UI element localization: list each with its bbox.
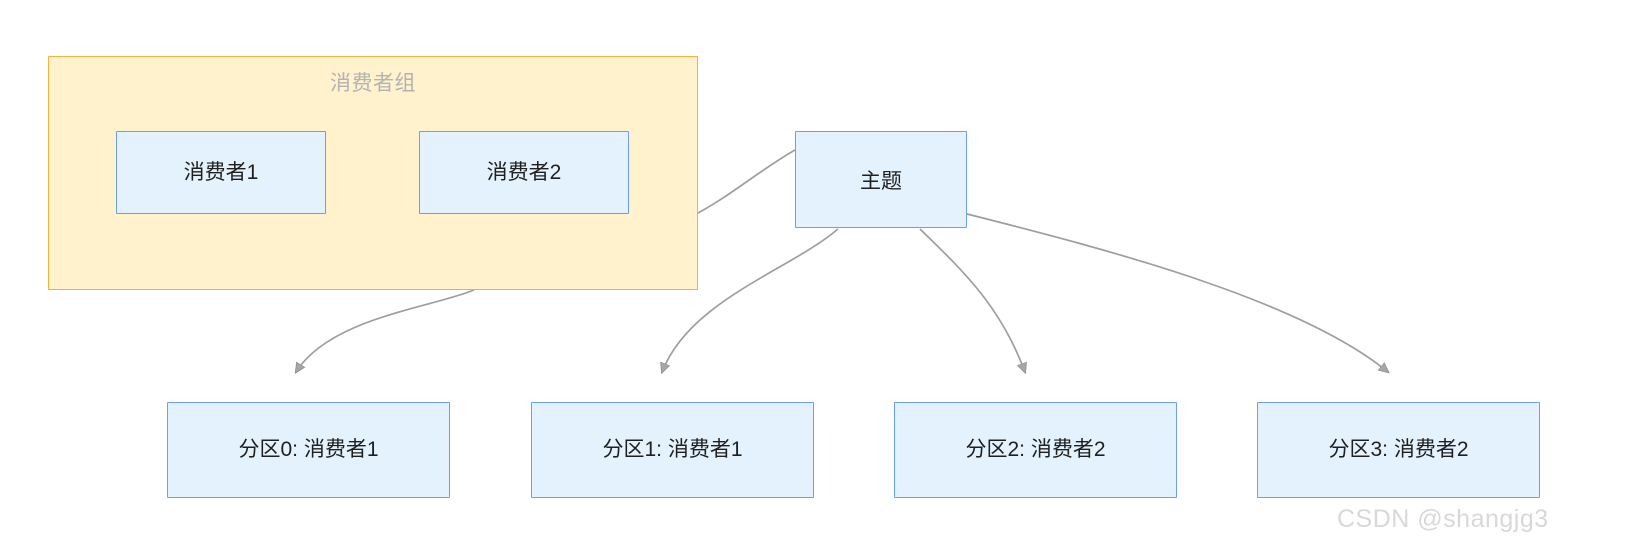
- partition-label-2: 分区2: 消费者2: [965, 438, 1106, 462]
- topic-label: 主题: [860, 169, 902, 193]
- partition-box-3[interactable]: 分区3: 消费者2: [1257, 402, 1540, 498]
- topic-box[interactable]: 主题: [795, 131, 967, 228]
- consumer-group-title: 消费者组: [330, 72, 416, 95]
- edge-topic-to-partition-2: [919, 228, 1025, 372]
- partition-label-1: 分区1: 消费者1: [602, 438, 743, 462]
- partition-label-3: 分区3: 消费者2: [1328, 438, 1469, 462]
- consumer-label-1: 消费者1: [183, 160, 259, 184]
- partition-label-0: 分区0: 消费者1: [238, 438, 379, 462]
- consumer-label-2: 消费者2: [486, 160, 562, 184]
- partition-box-0[interactable]: 分区0: 消费者1: [167, 402, 450, 498]
- edge-topic-to-group: [697, 149, 796, 214]
- partition-box-1[interactable]: 分区1: 消费者1: [531, 402, 814, 498]
- partition-box-2[interactable]: 分区2: 消费者2: [894, 402, 1177, 498]
- edge-topic-to-partition-3: [966, 213, 1388, 372]
- consumer-box-1[interactable]: 消费者1: [116, 131, 326, 214]
- watermark: CSDN @shangjg3: [1337, 505, 1549, 533]
- edge-group-to-partition-0: [296, 289, 475, 372]
- consumer-box-2[interactable]: 消费者2: [419, 131, 629, 214]
